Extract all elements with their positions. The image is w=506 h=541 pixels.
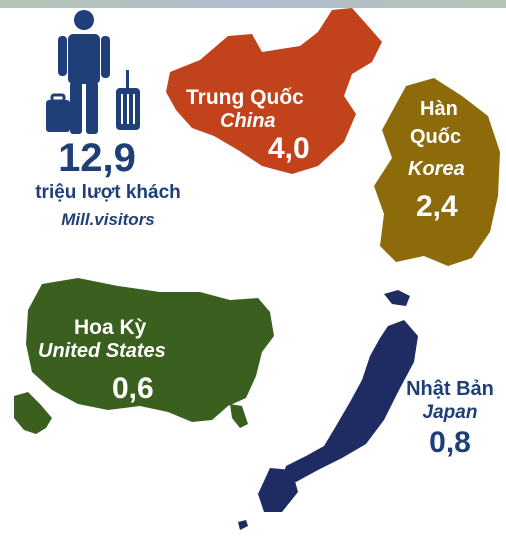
rolling-suitcase-icon	[116, 70, 140, 130]
total-visitors-value: 12,9	[58, 136, 136, 180]
usa-alaska-map	[14, 392, 52, 434]
japan-name-vi: Nhật Bản	[406, 378, 494, 400]
top-strip	[0, 0, 506, 8]
china-name-en: China	[220, 110, 276, 132]
japan-hokkaido-map	[384, 290, 410, 306]
japan-islands-map	[238, 520, 248, 530]
korea-map	[374, 78, 500, 266]
korea-value: 2,4	[416, 190, 458, 223]
japan-kyushu-map	[258, 468, 298, 512]
usa-florida-map	[230, 404, 248, 428]
korea-name-vi-line1: Hàn	[420, 98, 458, 120]
china-map	[166, 8, 382, 174]
total-visitors-label-en: Mill.visitors	[61, 210, 155, 229]
japan-name-en: Japan	[422, 402, 478, 423]
japan-value: 0,8	[429, 426, 471, 459]
china-name-vi: Trung Quốc	[186, 86, 304, 109]
japan-main-map	[282, 320, 418, 482]
korea-name-en: Korea	[408, 158, 465, 180]
usa-value: 0,6	[112, 372, 154, 405]
briefcase-icon	[46, 93, 70, 132]
total-visitors-label-vi: triệu lượt khách	[35, 182, 181, 203]
usa-name-vi: Hoa Kỳ	[74, 316, 147, 339]
korea-name-vi-line2: Quốc	[410, 126, 462, 148]
china-value: 4,0	[268, 132, 310, 165]
usa-name-en: United States	[38, 340, 166, 362]
usa-map	[26, 278, 274, 422]
traveler-with-luggage-icon	[58, 10, 110, 134]
